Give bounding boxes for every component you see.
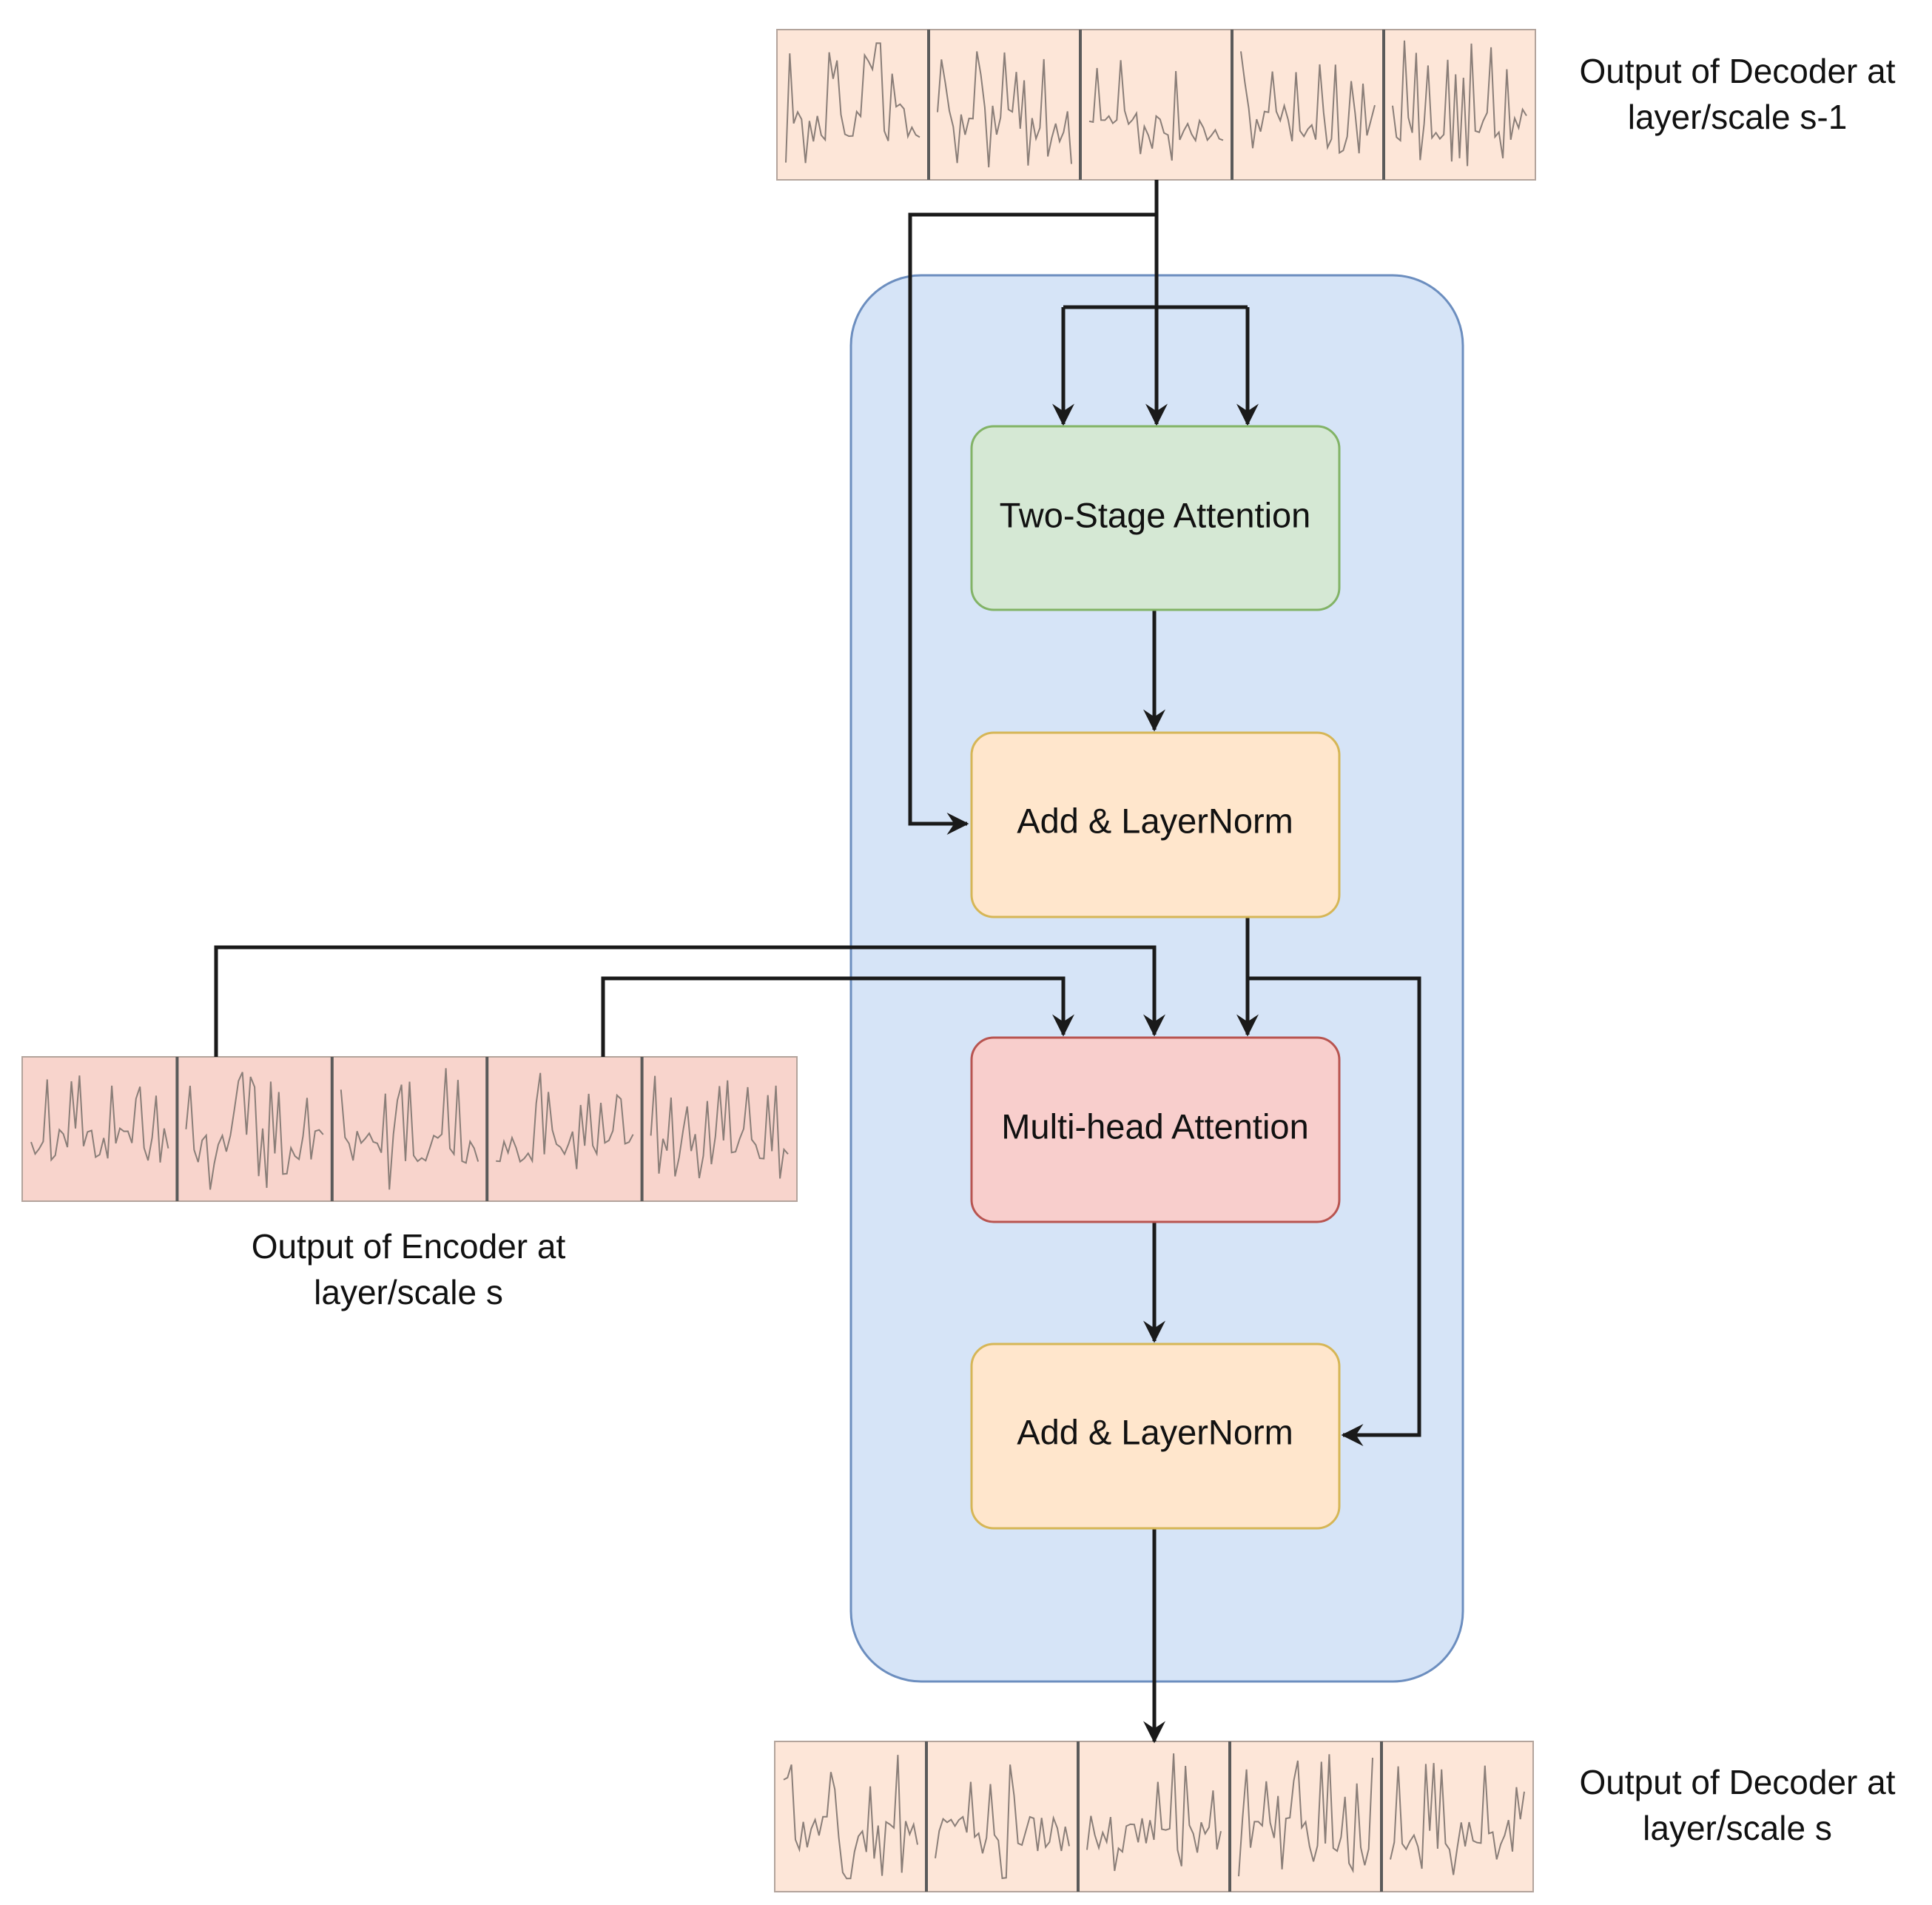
strip-signal-trace bbox=[783, 1755, 918, 1880]
strip-signal-trace bbox=[185, 1072, 324, 1190]
decoder-output-caption: Output of Decoder at layer/scale s bbox=[1579, 1763, 1895, 1847]
strip-signal-trace bbox=[1240, 51, 1376, 155]
multi-head-attention-label: Multi-head Attention bbox=[1001, 1106, 1308, 1146]
decoder-output-caption-line1: Output of Decoder at bbox=[1579, 1763, 1895, 1801]
strip-signal-trace bbox=[1238, 1754, 1373, 1877]
decoder-prev-strip bbox=[776, 29, 1536, 181]
two-stage-attention-label: Two-Stage Attention bbox=[1000, 495, 1311, 534]
edge-encoder-to-mha-b bbox=[601, 976, 1074, 1057]
strip-signal-trace bbox=[30, 1075, 169, 1163]
encoder-output-strip bbox=[21, 1056, 798, 1202]
strip-signal-trace bbox=[1392, 40, 1527, 167]
decoder-output-strip bbox=[774, 1741, 1534, 1892]
strip-signal-trace bbox=[937, 51, 1072, 168]
strip-signal-trace bbox=[935, 1764, 1070, 1880]
strip-signal-trace bbox=[496, 1072, 634, 1169]
add-norm-2-label: Add & LayerNorm bbox=[1017, 1412, 1293, 1451]
strip-signal-trace bbox=[1086, 1753, 1222, 1872]
strip-background bbox=[776, 29, 1536, 181]
edge-residual-1 bbox=[908, 212, 1157, 835]
strip-signal-trace bbox=[650, 1075, 789, 1179]
encoder-caption-line2: layer/scale s bbox=[314, 1273, 503, 1311]
strip-background bbox=[774, 1741, 1534, 1892]
strip-signal-trace bbox=[785, 42, 920, 164]
encoder-caption-line1: Output of Encoder at bbox=[252, 1227, 566, 1266]
add-norm-block-2: Add & LayerNorm bbox=[970, 1343, 1341, 1530]
encoder-caption: Output of Encoder at layer/scale s bbox=[252, 1227, 566, 1311]
edge-encoder-to-mha-a bbox=[214, 945, 1165, 1057]
strip-background bbox=[21, 1056, 798, 1202]
two-stage-attention-block: Two-Stage Attention bbox=[970, 425, 1341, 611]
strip-signal-trace bbox=[1088, 60, 1224, 161]
decoder-prev-caption-line2: layer/scale s-1 bbox=[1628, 98, 1848, 136]
multi-head-attention-block: Multi-head Attention bbox=[970, 1036, 1341, 1223]
edge-residual-2 bbox=[1248, 976, 1421, 1446]
decoder-output-caption-line2: layer/scale s bbox=[1643, 1809, 1832, 1847]
connectors bbox=[214, 180, 1421, 1744]
decoder-prev-caption: Output of Decoder at layer/scale s-1 bbox=[1579, 52, 1895, 136]
decoder-prev-caption-line1: Output of Decoder at bbox=[1579, 52, 1895, 90]
add-norm-block-1: Add & LayerNorm bbox=[970, 731, 1341, 918]
strip-signal-trace bbox=[340, 1068, 479, 1190]
add-norm-1-label: Add & LayerNorm bbox=[1017, 801, 1293, 840]
strip-signal-trace bbox=[1390, 1763, 1525, 1875]
